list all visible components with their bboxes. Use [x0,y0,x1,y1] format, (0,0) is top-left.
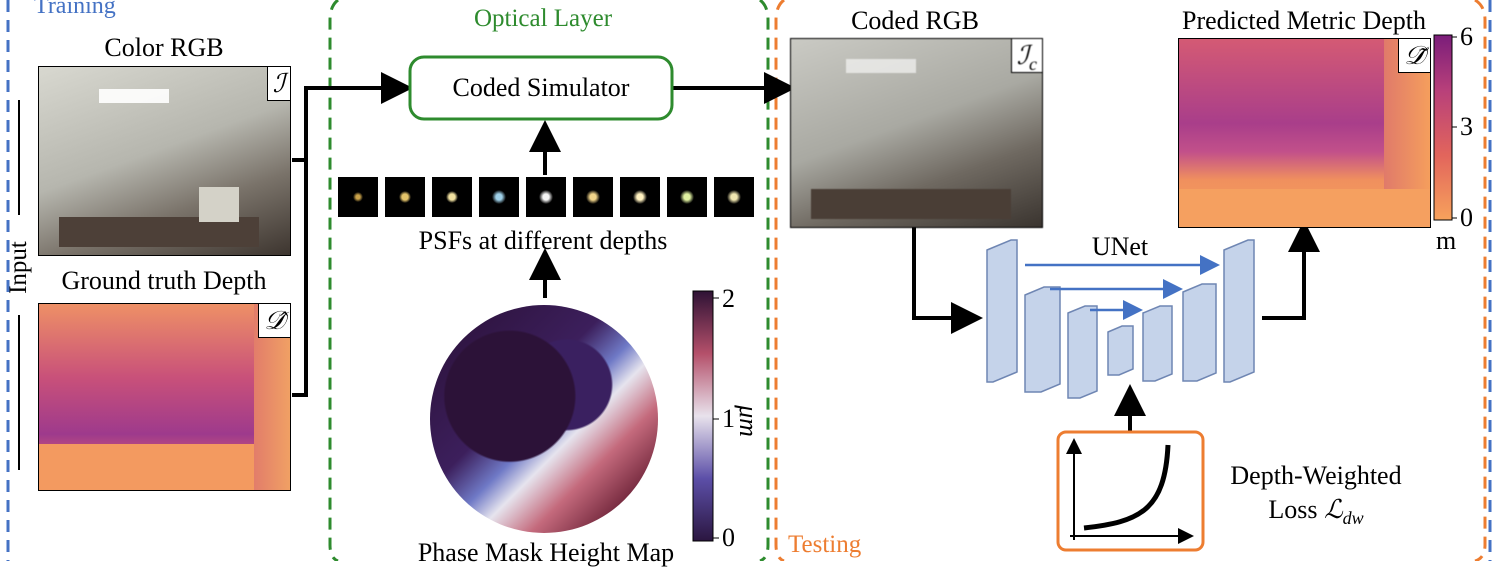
psf-thumb [432,177,472,217]
rgb-symbol: ℐ [266,67,290,101]
color-rgb-image: ℐ [38,66,291,256]
phase-colorbar-unit: μm [733,405,763,437]
psf-thumb [667,177,707,217]
simulator-box [408,55,674,121]
coded-desk [811,189,1011,219]
psf-thumb [526,177,566,217]
testing-border-left [774,0,785,561]
prediction-image: 𝒟̃ [1178,38,1431,228]
phase-colorbar-tick-max: 2 [722,284,735,313]
optical-border-right [759,0,770,561]
gt-symbol: 𝒟̂ [258,304,290,338]
psf-thumb [479,177,519,217]
pred-floor [1179,189,1430,227]
psf-thumb [620,177,660,217]
psfs-caption: PSFs at different depths [418,226,668,255]
unet-blocks [986,239,1255,399]
depth-colorbar-tick-mid: 3 [1460,112,1473,141]
gt-depth-image: 𝒟̂ [38,303,291,491]
testing-border-right [1474,0,1487,561]
optical-layer-label: Optical Layer [473,5,613,32]
depth-colorbar-unit: m [1436,226,1457,255]
psf-thumb [573,177,613,217]
depth-colorbar [1433,34,1453,221]
gt-depth-title: Ground truth Depth [61,266,267,295]
psf-thumb [385,177,425,217]
psf-row [338,177,758,217]
input-label: Input [4,241,32,294]
simulator-label: Coded Simulator [452,73,630,102]
coded-rgb-image: ℐc [790,38,1043,228]
color-rgb-title: Color RGB [104,33,224,62]
psf-thumb [714,177,754,217]
phase-mask-image [430,305,658,533]
unet-label: UNet [1091,232,1149,261]
coded-ceiling-light [846,59,916,73]
depth-colorbar-tick-max: 6 [1460,22,1473,51]
desk [59,217,259,247]
phase-colorbar-tick-min: 0 [722,523,735,552]
phase-colorbar-tick-mid: 1 [722,404,735,433]
coded-symbol: ℐc [1010,39,1042,74]
depth-colorbar-tick-min: 0 [1460,203,1473,232]
coded-rgb-title: Coded RGB [851,6,979,35]
prediction-symbol: 𝒟̃ [1398,39,1430,73]
loss-box [1056,430,1205,552]
gt-floor [39,444,290,490]
psf-thumb [338,177,378,217]
loss-label-line2: Loss ℒdw [1268,495,1364,529]
testing-label: Testing [788,531,862,558]
ceiling-light [99,89,169,103]
optical-border-left [328,0,339,561]
loss-curve-icon [1083,444,1171,531]
monitor [199,187,239,222]
phase-colorbar [692,290,714,542]
prediction-title: Predicted Metric Depth [1181,6,1427,35]
loss-label-line1: Depth-Weighted [1230,461,1402,490]
training-label: Training [34,0,116,19]
phase-mask-caption: Phase Mask Height Map [417,538,675,567]
